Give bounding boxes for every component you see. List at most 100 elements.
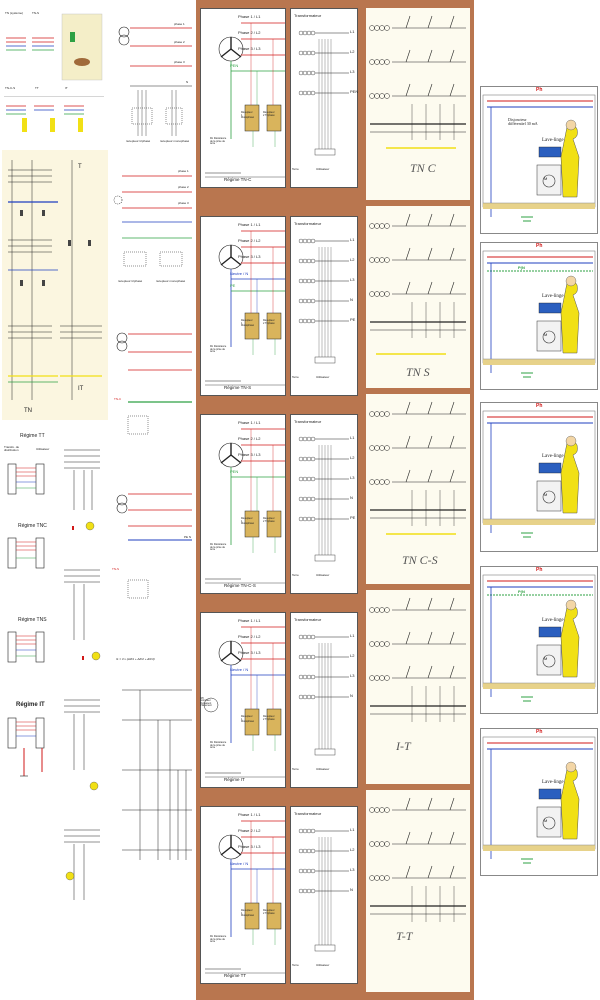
phase-label: Phase 1 / L1 xyxy=(238,14,261,19)
switchgear-title: TN C-S xyxy=(402,553,438,567)
caption: récepteur triphasé xyxy=(126,139,151,143)
terre-label: Terre xyxy=(292,963,299,967)
installation-illustration-4 xyxy=(480,728,598,876)
mini-label: TN (système) xyxy=(5,11,23,15)
line-label: N xyxy=(350,693,353,698)
receptor-label: Récepteur 1 Monophasé xyxy=(241,715,255,723)
formula-panel: I1 = 3 x (ΔIF1 + ΔIF2 + ΔIF3) xyxy=(112,650,196,670)
motor-label: M xyxy=(544,818,548,823)
phase-label: Phase 3 / L3 xyxy=(238,254,261,259)
top-mini-panel: TN (système) TN-S xyxy=(2,8,108,88)
regime-panel-0 xyxy=(200,8,286,188)
tn-label: PE N xyxy=(184,535,192,539)
receptor-label: Récepteur 1 Monophasé xyxy=(241,319,255,327)
regime-diagram xyxy=(203,626,285,778)
mini-label: IT xyxy=(65,86,68,90)
phase-label: phase 3 xyxy=(178,201,189,205)
resistance-label: Rn Résistance de la prise de terre xyxy=(210,543,227,551)
transformer-title: Transformateur xyxy=(294,811,322,816)
installation-drawing xyxy=(482,736,596,864)
phase-label: Phase 2 / L2 xyxy=(238,436,261,441)
regime-caption: Régime IT xyxy=(224,777,245,782)
label-tn: TN xyxy=(24,408,32,414)
utilisateur-label: Utilisateur xyxy=(316,573,330,577)
neutral-label: Neutre / N xyxy=(230,667,249,672)
line-label: L1 xyxy=(350,633,355,638)
regime-title: Régime TNC xyxy=(18,523,47,529)
pe-label: PE xyxy=(230,283,236,288)
transformer-diagram xyxy=(298,634,349,756)
ph-label: Ph xyxy=(536,403,543,409)
receptor-label: Récepteur 2 Triphasé xyxy=(263,319,275,325)
line-label: N xyxy=(350,297,353,302)
resistance-label: Rn Résistance de la prise de terre xyxy=(210,935,227,943)
mini-label: TT xyxy=(35,86,39,90)
lave-linge-label: Lave-linge xyxy=(542,618,564,623)
transformer-panel-4 xyxy=(290,806,358,984)
phase-label: phase 1 xyxy=(178,169,189,173)
transformer-panel-2 xyxy=(290,414,358,594)
line-label: L2 xyxy=(350,653,355,658)
ph-label: Ph xyxy=(536,243,543,249)
terre-label: Terre xyxy=(292,375,299,379)
transformer-diagram xyxy=(298,238,349,364)
receptor-label: Récepteur 1 Monophasé xyxy=(241,111,255,119)
line-label: L2 xyxy=(350,257,355,262)
regime-panel-1 xyxy=(200,216,286,396)
installation-drawing xyxy=(482,574,596,702)
regime-diagram xyxy=(205,230,285,386)
transformer-diagram xyxy=(298,436,349,562)
receptor-label: Récepteur 1 Monophasé xyxy=(241,517,255,525)
utilisateur-label: Utilisateur xyxy=(316,963,330,967)
tn-s-panel: PE N TN-S xyxy=(112,480,196,620)
column-5-switchgear: TN C TN S TN C-S I-T T-T xyxy=(362,0,474,1000)
lave-linge-label: Lave-linge xyxy=(542,138,564,143)
line-label: L1 xyxy=(350,827,355,832)
mini-label: TN-S xyxy=(32,11,39,15)
terre-label: Terre xyxy=(292,167,299,171)
receptor-label: Récepteur 2 Triphasé xyxy=(263,909,275,915)
receptor-label: Récepteur 2 Triphasé xyxy=(263,111,275,117)
regime-diagram xyxy=(205,820,285,974)
installation-illustration-0 xyxy=(480,86,598,234)
line-label: PE xyxy=(350,317,356,322)
tn-c-panel: TN-C xyxy=(112,320,196,450)
pn-label: P(N xyxy=(518,265,525,270)
transformer-title: Transformateur xyxy=(294,419,322,424)
receptor-label: Récepteur 2 Triphasé xyxy=(263,715,275,721)
phase-label: phase 2 xyxy=(174,40,185,44)
switchgear-panel-tt: T-T xyxy=(366,790,470,992)
transformer-panel-1 xyxy=(290,216,358,396)
pn-label: P(N xyxy=(518,589,525,594)
formula-text: I1 = 3 x (ΔIF1 + ΔIF2 + ΔIF3) xyxy=(116,657,155,661)
line-label: L3 xyxy=(350,867,355,872)
line-label: L2 xyxy=(350,455,355,460)
box-label: Transfo. de distribution xyxy=(4,445,20,452)
phase-label: Phase 3 / L3 xyxy=(238,650,261,655)
line-label: L1 xyxy=(350,29,355,34)
phase-label: Phase 1 / L1 xyxy=(238,618,261,623)
motor-label: M xyxy=(544,492,548,497)
regime-title: Régime TNS xyxy=(18,617,47,623)
phase-label: Phase 2 / L2 xyxy=(238,30,261,35)
mini-label: TN-C-S xyxy=(5,86,16,90)
phase-label: Phase 2 / L2 xyxy=(238,238,261,243)
regime-diagram xyxy=(205,22,285,178)
tn-three-phase-panel: phase 1 phase 2 phase 3 récepteur tripha… xyxy=(112,160,196,300)
regime-caption: Régime TN-C xyxy=(224,177,252,182)
column-1-schemas: TN (système) TN-S TN-C-S TT IT xyxy=(0,0,112,1000)
terre-label: Terre xyxy=(292,573,299,577)
neutral-label: Neutre / N xyxy=(230,861,249,866)
neutral-label: N xyxy=(186,80,189,84)
regime-tns-mini: Régime TNS xyxy=(2,612,57,678)
switchgear-panel-tn-s: TN S xyxy=(366,206,470,388)
lave-linge-label: Lave-linge xyxy=(542,780,564,785)
caption: récepteur monophasé xyxy=(160,139,190,143)
switchgear-title: TN S xyxy=(406,365,430,379)
installation-drawing xyxy=(482,410,596,538)
line-label: L3 xyxy=(350,69,355,74)
regime-panel-2 xyxy=(200,414,286,594)
motor-label: M xyxy=(544,656,548,661)
neutral-label: PEN xyxy=(230,63,239,68)
neutral-label: PEN xyxy=(230,469,239,474)
